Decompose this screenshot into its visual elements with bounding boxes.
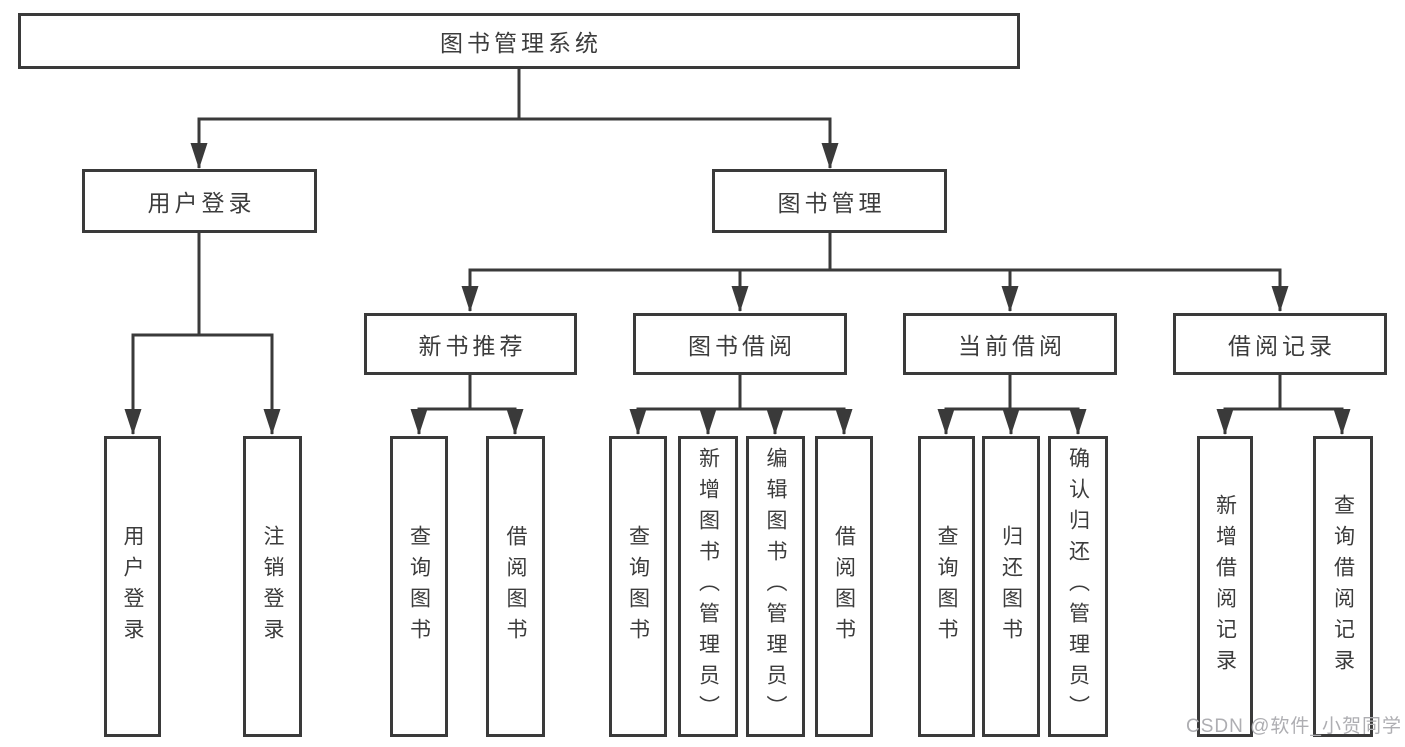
leaf-query-books-current-label: 查询图书 bbox=[935, 524, 958, 649]
leaf-logout-login: 注销登录 bbox=[243, 436, 302, 737]
leaf-add-borrow-record: 新增借阅记录 bbox=[1197, 436, 1253, 737]
edge-user-login-to-leaves bbox=[124, 233, 281, 435]
leaf-query-books-borrow: 查询图书 bbox=[609, 436, 667, 737]
leaf-query-books-borrow-label: 查询图书 bbox=[626, 524, 650, 649]
node-borrow-records: 借阅记录 bbox=[1173, 313, 1387, 375]
leaf-add-books-admin: 新增图书（管理员） bbox=[678, 436, 738, 737]
leaf-confirm-return-admin: 确认归还（管理员） bbox=[1048, 436, 1108, 737]
edge-new-book-recommend-to-leaves bbox=[410, 375, 524, 435]
watermark: CSDN @软件_小贺同学 bbox=[1186, 716, 1402, 737]
node-user-login-label: 用户登录 bbox=[147, 190, 256, 216]
node-current-borrow: 当前借阅 bbox=[903, 313, 1117, 375]
leaf-add-borrow-record-label: 新增借阅记录 bbox=[1213, 493, 1237, 680]
node-new-book-recommend: 新书推荐 bbox=[364, 313, 577, 375]
leaf-query-books-current: 查询图书 bbox=[918, 436, 975, 737]
leaf-query-borrow-record-label: 查询借阅记录 bbox=[1331, 493, 1355, 680]
node-book-mgmt-label: 图书管理 bbox=[777, 190, 886, 216]
leaf-borrow-books: 借阅图书 bbox=[815, 436, 873, 737]
leaf-query-books-recommend: 查询图书 bbox=[390, 436, 448, 737]
edge-current-borrow-to-leaves bbox=[937, 375, 1087, 435]
node-new-book-recommend-label: 新书推荐 bbox=[418, 333, 527, 359]
leaf-query-books-recommend-label: 查询图书 bbox=[407, 524, 431, 649]
leaf-confirm-return-admin-label: 确认归还（管理员） bbox=[1066, 447, 1090, 726]
node-book-borrow-label: 图书借阅 bbox=[688, 333, 796, 359]
node-current-borrow-label: 当前借阅 bbox=[958, 333, 1066, 359]
node-book-mgmt: 图书管理 bbox=[712, 169, 947, 233]
leaf-user-login: 用户登录 bbox=[104, 436, 161, 737]
node-book-borrow: 图书借阅 bbox=[633, 313, 847, 375]
leaf-borrow-books-label: 借阅图书 bbox=[832, 524, 856, 649]
leaf-add-books-admin-label: 新增图书（管理员） bbox=[696, 447, 720, 726]
edge-book-mgmt-to-modules bbox=[461, 233, 1289, 312]
edge-root-to-level2 bbox=[190, 69, 839, 169]
leaf-return-books: 归还图书 bbox=[982, 436, 1040, 737]
leaf-logout-login-label: 注销登录 bbox=[261, 524, 284, 649]
edge-borrow-records-to-leaves bbox=[1216, 375, 1351, 435]
leaf-edit-books-admin-label: 编辑图书（管理员） bbox=[764, 447, 787, 726]
leaf-borrow-books-recommend-label: 借阅图书 bbox=[504, 524, 527, 649]
leaf-borrow-books-recommend: 借阅图书 bbox=[486, 436, 545, 737]
leaf-query-borrow-record: 查询借阅记录 bbox=[1313, 436, 1373, 737]
leaf-edit-books-admin: 编辑图书（管理员） bbox=[746, 436, 805, 737]
node-user-login: 用户登录 bbox=[82, 169, 317, 233]
node-library-system-label: 图书管理系统 bbox=[440, 30, 602, 56]
leaf-return-books-label: 归还图书 bbox=[999, 524, 1023, 649]
node-library-system: 图书管理系统 bbox=[18, 13, 1020, 69]
edge-book-borrow-to-leaves bbox=[629, 375, 853, 435]
node-borrow-records-label: 借阅记录 bbox=[1228, 333, 1336, 359]
leaf-user-login-label: 用户登录 bbox=[121, 524, 144, 649]
